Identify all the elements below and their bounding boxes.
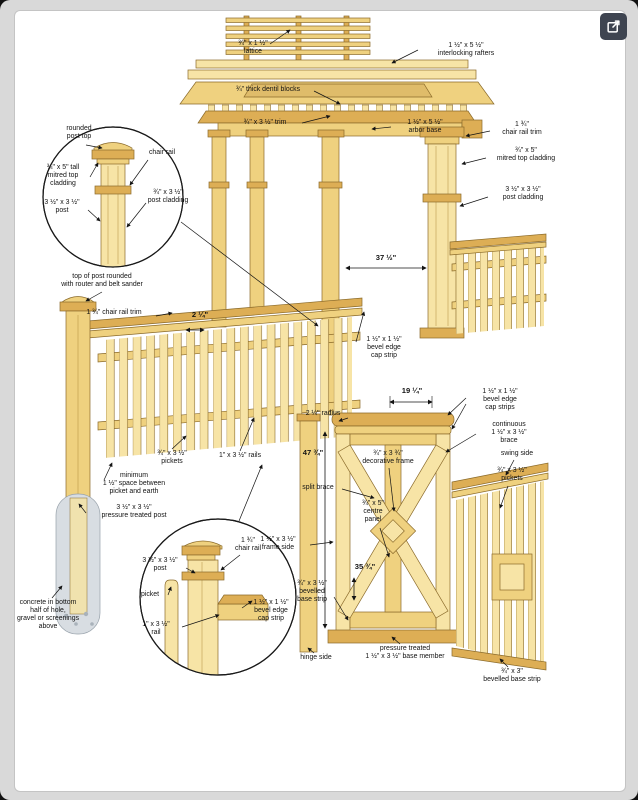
leader-lines (51, 29, 515, 668)
external-link-icon (607, 20, 620, 33)
post-base-detail-circle (139, 518, 297, 676)
fence-end-post (59, 296, 97, 502)
clad-post-right (419, 126, 465, 339)
main-fence (59, 296, 363, 502)
lattice-panel (225, 15, 371, 61)
dimension-arrows (185, 265, 433, 629)
base-member-board (327, 629, 461, 644)
concrete-footing (55, 493, 101, 635)
swing-base-strip (451, 647, 547, 671)
decorative-diamond (369, 507, 417, 555)
gate-frame (296, 412, 461, 653)
callout-connectors (180, 221, 319, 522)
gate-cap-strip (331, 412, 455, 427)
hinge-side-board (299, 420, 318, 653)
fence-panel-right (449, 233, 547, 334)
dentil-blocks (208, 104, 470, 111)
swing-side-panel (451, 462, 549, 671)
open-external-button[interactable] (600, 13, 627, 40)
rafter-assembly (179, 59, 495, 139)
post-top-detail-circle (42, 126, 184, 268)
trim-board (197, 110, 477, 124)
fence-pickets (104, 317, 352, 458)
